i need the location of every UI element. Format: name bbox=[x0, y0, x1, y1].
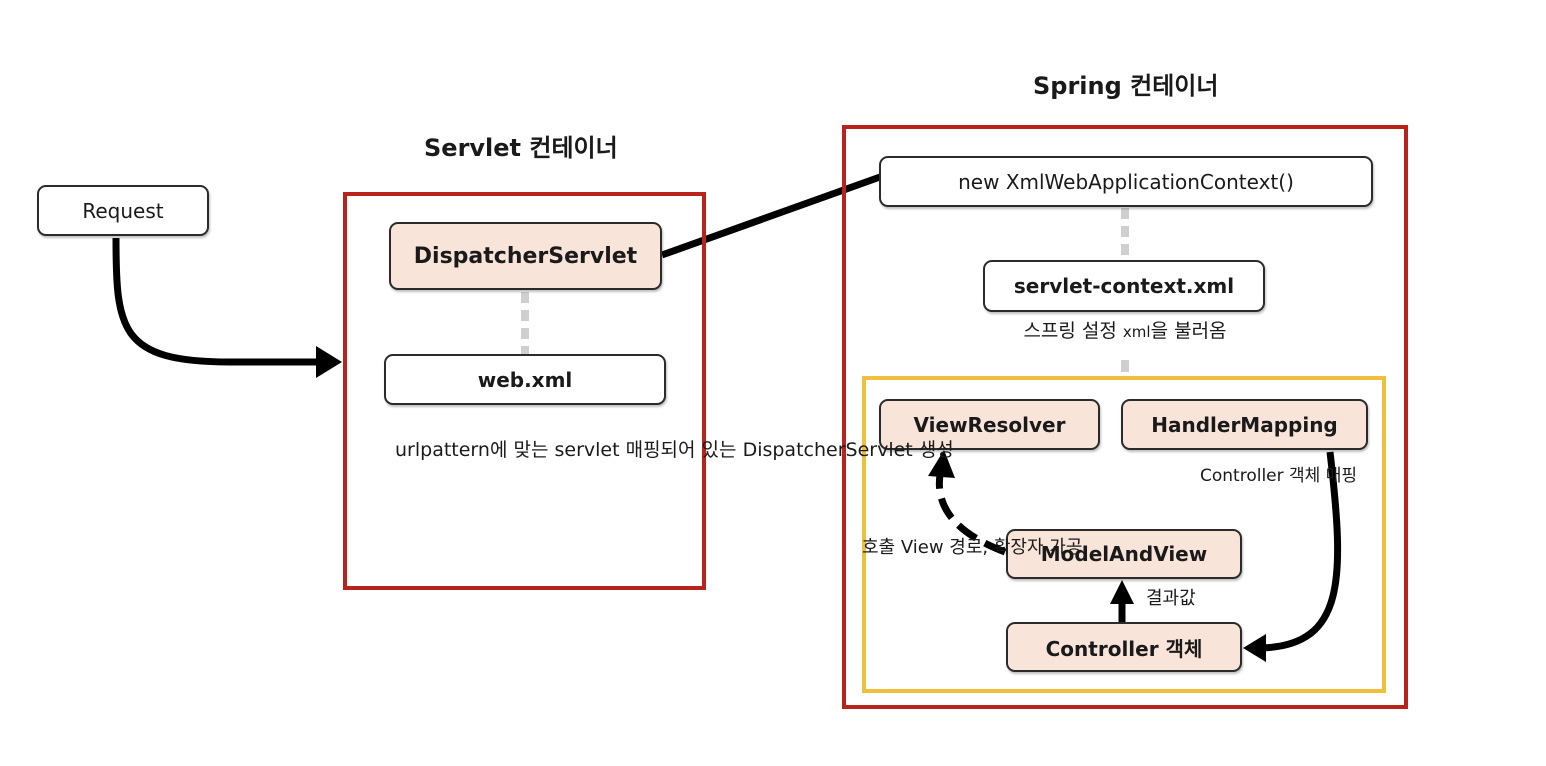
handler-mapping-description: Controller 객체 매핑 bbox=[1200, 464, 1357, 488]
web-xml-desc-line-2: servlet 매핑되어 있는 bbox=[554, 439, 737, 461]
web-xml-desc-line-1: urlpattern에 맞는 bbox=[395, 439, 549, 461]
handlermapping-to-controller-connector bbox=[1261, 451, 1342, 652]
modelandview-arrowhead bbox=[1110, 580, 1134, 604]
web-xml-node: web.xml bbox=[384, 354, 666, 405]
spring-mvc-components-box bbox=[862, 376, 1386, 693]
servlet-context-desc-part-1: 스프링 설정 bbox=[1023, 320, 1123, 342]
modelandview-to-viewresolver-connector bbox=[935, 474, 1007, 556]
web-xml-description: urlpattern에 맞는 servlet 매핑되어 있는 Dispatche… bbox=[395, 428, 954, 472]
view-call-desc-line-3: 가공 bbox=[1049, 537, 1083, 558]
servlet-context-xml-node: servlet-context.xml bbox=[983, 260, 1265, 312]
spring-container-box bbox=[842, 125, 1408, 709]
view-call-description: 호출 View 경로, 확장자 가공 bbox=[862, 535, 1082, 560]
servlet-container-title: Servlet 컨테이너 bbox=[424, 134, 618, 162]
controller-arrowhead bbox=[1243, 634, 1266, 662]
servlet-context-desc-part-3: 을 불러옴 bbox=[1150, 320, 1227, 342]
result-value-label: 결과값 bbox=[1146, 588, 1196, 609]
view-call-desc-line-1: 호출 View bbox=[862, 537, 944, 558]
handler-mapping-desc-line-2: 객체 매핑 bbox=[1289, 466, 1357, 486]
web-xml-desc-line-3: DispatcherServlet 생성 bbox=[742, 439, 954, 461]
controller-object-node: Controller 객체 bbox=[1006, 622, 1242, 672]
model-and-view-node: ModelAndView bbox=[1006, 529, 1242, 579]
view-resolver-node: ViewResolver bbox=[879, 399, 1100, 450]
viewresolver-arrowhead bbox=[928, 450, 955, 478]
xml-web-application-context-node: new XmlWebApplicationContext() bbox=[879, 156, 1373, 207]
request-arrowhead bbox=[316, 346, 342, 378]
request-to-servlet-connector bbox=[112, 237, 318, 366]
servlet-context-desc-part-2: xml bbox=[1122, 323, 1151, 341]
request-node: Request bbox=[37, 185, 209, 236]
spring-container-title: Spring 컨테이너 bbox=[1033, 72, 1219, 100]
handler-mapping-node: HandlerMapping bbox=[1121, 399, 1368, 450]
servlet-container-box bbox=[343, 192, 706, 590]
handler-mapping-desc-line-1: Controller bbox=[1200, 466, 1284, 486]
servlet-context-description: 스프링 설정 xml을 불러옴 bbox=[980, 320, 1270, 343]
dispatcher-servlet-node: DispatcherServlet bbox=[389, 222, 662, 290]
view-call-desc-line-2: 경로, 확장자 bbox=[949, 537, 1044, 558]
